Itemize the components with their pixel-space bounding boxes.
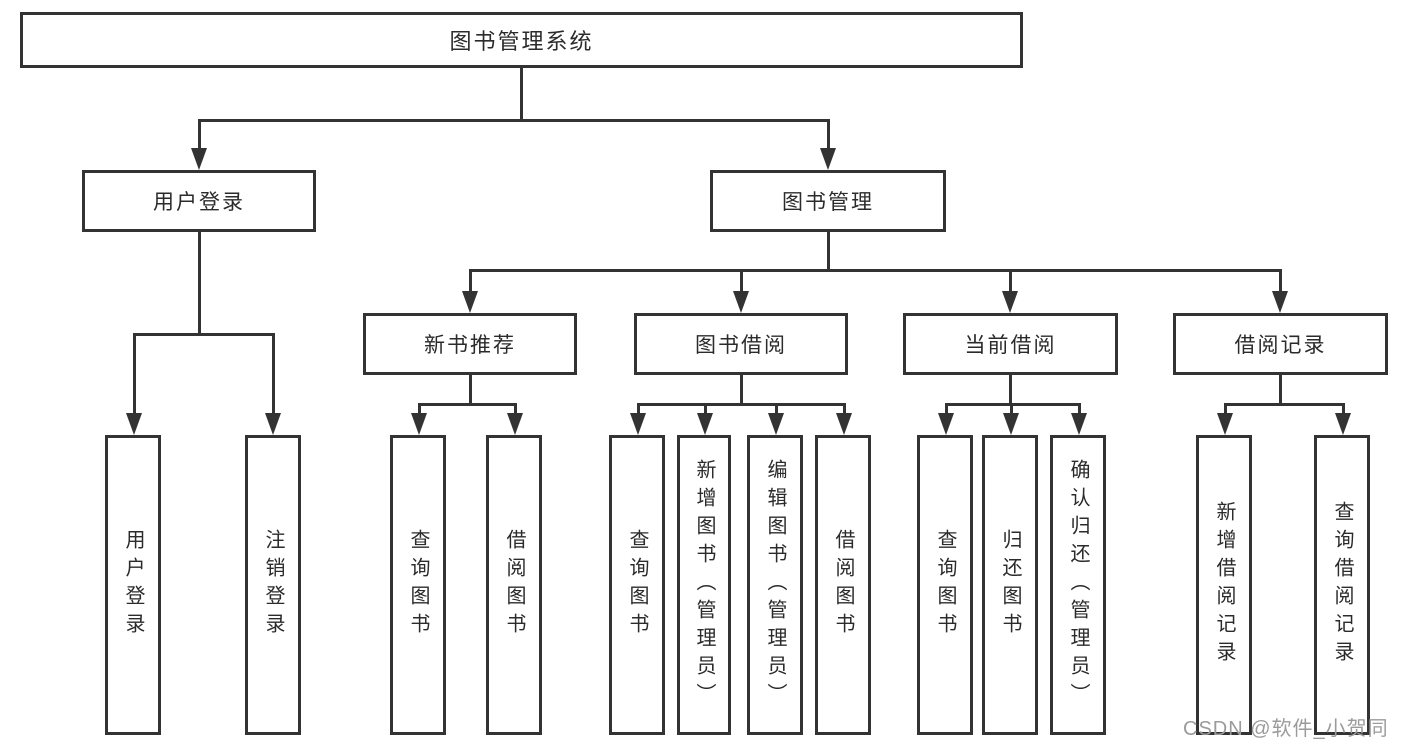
node-current-borrow: 当前借阅: [903, 313, 1118, 375]
arrowhead-down-icon: [1272, 291, 1288, 313]
arrowhead-down-icon: [411, 413, 427, 435]
node-label: 图书借阅: [695, 334, 787, 357]
connector-line: [133, 333, 275, 336]
arrowhead-down-icon: [768, 413, 784, 435]
leaf-label: 注销登录: [262, 529, 284, 641]
connector-line: [1010, 406, 1013, 413]
node-label: 图书管理系统: [449, 29, 594, 54]
connector-line: [1009, 375, 1012, 406]
arrowhead-down-icon: [126, 413, 142, 435]
connector-line: [827, 122, 830, 150]
connector-line: [469, 269, 1282, 272]
connector-line: [775, 406, 778, 413]
arrowhead-down-icon: [265, 413, 281, 435]
leaf-label: 编辑图书（管理员）: [764, 459, 786, 711]
arrowhead-down-icon: [1071, 413, 1087, 435]
connector-line: [469, 272, 472, 291]
leaf-label: 查询图书: [934, 529, 956, 641]
connector-line: [133, 336, 136, 413]
node-new-book-recommend: 新书推荐: [363, 313, 577, 375]
arrowhead-down-icon: [630, 413, 646, 435]
connector-line: [945, 406, 948, 413]
connector-line: [1009, 272, 1012, 291]
connector-line: [740, 375, 743, 406]
arrowhead-down-icon: [938, 413, 954, 435]
leaf-label: 借阅图书: [503, 529, 525, 641]
leaf-edit-book-admin: 编辑图书（管理员）: [747, 435, 803, 735]
node-book-management: 图书管理: [710, 170, 946, 232]
leaf-return-book: 归还图书: [982, 435, 1038, 735]
leaf-confirm-return-admin: 确认归还（管理员）: [1050, 435, 1106, 735]
leaf-label: 用户登录: [122, 529, 144, 641]
connector-line: [945, 403, 1081, 406]
connector-line: [520, 68, 523, 121]
leaf-query-book: 查询图书: [390, 435, 446, 735]
csdn-watermark: CSDN @软件_小贺同学: [1183, 718, 1389, 740]
leaf-label: 借阅图书: [832, 529, 854, 641]
arrowhead-down-icon: [1217, 413, 1233, 435]
leaf-logout: 注销登录: [245, 435, 301, 735]
node-system-root: 图书管理系统: [20, 12, 1023, 68]
leaf-label: 查询图书: [626, 529, 648, 641]
connector-line: [843, 406, 846, 413]
connector-line: [418, 406, 421, 413]
node-label: 用户登录: [153, 191, 245, 214]
leaf-borrow-book: 借阅图书: [486, 435, 542, 735]
arrowhead-down-icon: [507, 413, 523, 435]
leaf-label: 归还图书: [999, 529, 1021, 641]
leaf-user-login: 用户登录: [105, 435, 161, 735]
connector-line: [1078, 406, 1081, 413]
arrowhead-down-icon: [1002, 291, 1018, 313]
leaf-add-book-admin: 新增图书（管理员）: [677, 435, 731, 735]
node-user-login: 用户登录: [82, 170, 316, 232]
leaf-label: 确认归还（管理员）: [1067, 459, 1089, 711]
node-borrow-records: 借阅记录: [1173, 313, 1388, 375]
leaf-borrow-book: 借阅图书: [815, 435, 871, 735]
arrowhead-down-icon: [733, 291, 749, 313]
connector-line: [1279, 375, 1282, 406]
node-label: 新书推荐: [424, 334, 516, 357]
node-label: 图书管理: [782, 191, 874, 214]
leaf-label: 新增借阅记录: [1213, 501, 1235, 669]
arrowhead-down-icon: [1003, 413, 1019, 435]
leaf-add-borrow-record: 新增借阅记录: [1196, 435, 1252, 735]
node-label: 当前借阅: [964, 334, 1057, 357]
connector-line: [1224, 406, 1227, 413]
arrowhead-down-icon: [191, 148, 207, 170]
connector-line: [1224, 403, 1345, 406]
leaf-query-book: 查询图书: [609, 435, 665, 735]
arrowhead-down-icon: [820, 148, 836, 170]
leaf-label: 查询借阅记录: [1331, 501, 1353, 669]
leaf-label: 查询图书: [407, 529, 429, 641]
connector-line: [198, 122, 201, 150]
leaf-query-borrow-record: 查询借阅记录: [1314, 435, 1370, 735]
connector-line: [469, 375, 472, 406]
node-label: 借阅记录: [1234, 334, 1327, 357]
connector-line: [418, 403, 517, 406]
connector-line: [198, 119, 830, 122]
arrowhead-down-icon: [1335, 413, 1351, 435]
leaf-query-book: 查询图书: [917, 435, 973, 735]
connector-line: [514, 406, 517, 413]
connector-line: [637, 403, 846, 406]
arrowhead-down-icon: [462, 291, 478, 313]
connector-line: [1342, 406, 1345, 413]
connector-line: [198, 232, 201, 336]
connector-line: [740, 272, 743, 291]
connector-line: [637, 406, 640, 413]
connector-line: [272, 336, 275, 413]
node-book-borrow: 图书借阅: [634, 313, 848, 375]
leaf-label: 新增图书（管理员）: [693, 459, 715, 711]
connector-line: [827, 232, 830, 272]
arrowhead-down-icon: [836, 413, 852, 435]
connector-line: [1279, 272, 1282, 291]
connector-line: [704, 406, 707, 413]
arrowhead-down-icon: [697, 413, 713, 435]
